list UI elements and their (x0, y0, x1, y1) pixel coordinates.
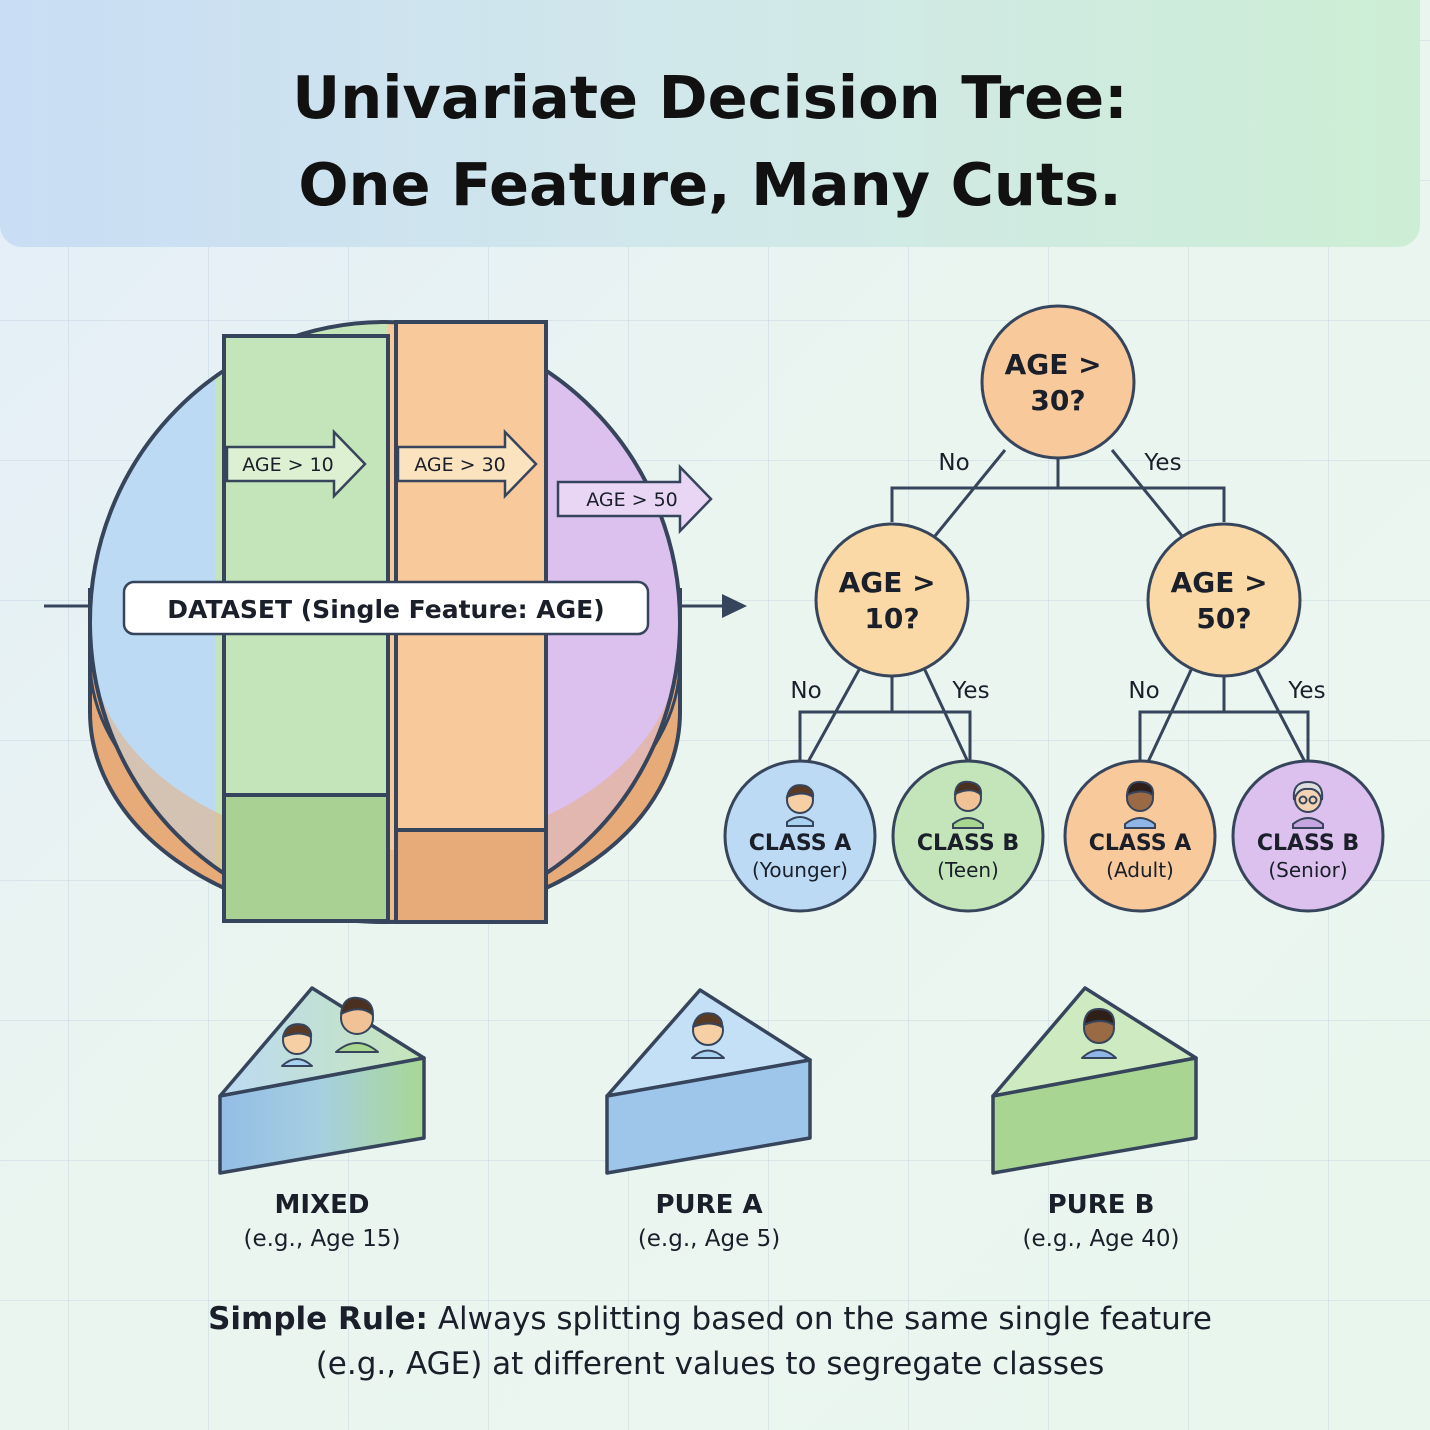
caption-pure-b-sub: (e.g., Age 40) (1022, 1226, 1180, 1252)
left-line-1: AGE > (839, 566, 936, 599)
right-node: AGE > 50? (1146, 522, 1302, 678)
left-line-2: 10? (864, 602, 919, 635)
slice-mixed (218, 986, 426, 1175)
caption-pure-b-name: PURE B (1047, 1190, 1155, 1220)
cut-arrow-2: AGE > 30 (396, 428, 538, 500)
slice-pure-a (605, 988, 812, 1175)
decision-tree (798, 449, 1310, 763)
branch-labels: No Yes No Yes No Yes (790, 450, 1325, 704)
left-yes-label: Yes (951, 678, 989, 704)
left-node: AGE > 10? (814, 522, 970, 678)
title-line-2: One Feature, Many Cuts. (298, 150, 1122, 219)
leaf-4-sub: (Senior) (1268, 858, 1347, 882)
teen-icon (952, 780, 984, 829)
rule-text: Always splitting based on the same singl… (437, 1301, 1212, 1337)
caption-mixed-name: MIXED (274, 1190, 370, 1220)
leaf-4-name: CLASS B (1257, 831, 1359, 856)
cut-label-3: AGE > 50 (586, 489, 678, 511)
dataset-label-box (122, 580, 650, 636)
slice-pure-b (991, 986, 1198, 1175)
dataset-label: DATASET (Single Feature: AGE) (167, 595, 604, 624)
right-line-1: AGE > (1171, 566, 1268, 599)
caption-mixed: MIXED (e.g., Age 15) (162, 1188, 482, 1256)
caption-pure-a-sub: (e.g., Age 5) (637, 1226, 781, 1252)
left-no-label: No (790, 678, 821, 704)
leaf-1-sub: (Younger) (752, 858, 848, 882)
leaf-3-name: CLASS A (1089, 831, 1192, 856)
cut-arrow-1: AGE > 10 (225, 428, 367, 500)
child-icon (281, 1023, 313, 1067)
root-no-label: No (938, 450, 969, 476)
caption-pure-a: PURE A (e.g., Age 5) (549, 1188, 869, 1256)
root-node: AGE > 30? (980, 304, 1136, 460)
root-yes-label: Yes (1143, 450, 1181, 476)
title-line-1: Univariate Decision Tree: (292, 63, 1128, 132)
title-banner (0, 0, 1420, 247)
root-line-2: 30? (1030, 384, 1085, 417)
leaf-class-b-senior: CLASS B (Senior) (1231, 759, 1385, 913)
leaf-1-name: CLASS A (749, 831, 852, 856)
cut-label-2: AGE > 30 (414, 454, 506, 476)
senior-icon (1292, 780, 1324, 829)
rule-lead: Simple Rule: (208, 1301, 428, 1337)
teen-icon (335, 996, 379, 1053)
dataset-cylinder: AGE > 10 AGE > 30 AGE > 50 DATASET (Sing… (44, 320, 747, 924)
page-title: Univariate Decision Tree: One Feature, M… (0, 54, 1420, 228)
rule-line-2: (e.g., AGE) at different values to segre… (315, 1346, 1105, 1382)
child-icon (785, 784, 815, 827)
leaf-class-b-teen: CLASS B (Teen) (891, 759, 1045, 913)
leaf-2-sub: (Teen) (937, 858, 999, 882)
dataset-arrow-head (722, 594, 747, 618)
right-node-label: AGE > 50? (1171, 566, 1278, 635)
rule-line-1: Simple Rule: Always splitting based on t… (60, 1297, 1360, 1342)
leaf-class-a-adult: CLASS A (Adult) (1063, 759, 1217, 913)
leaf-2-name: CLASS B (917, 831, 1019, 856)
adult-icon (1081, 1007, 1117, 1059)
leaf-class-a-younger: CLASS A (Younger) (723, 759, 877, 913)
caption-mixed-sub: (e.g., Age 15) (243, 1226, 401, 1252)
caption-pure-b: PURE B (e.g., Age 40) (941, 1188, 1261, 1256)
root-line-1: AGE > (1005, 348, 1102, 381)
cut-arrow-3: AGE > 50 (556, 463, 713, 535)
adult-icon (1124, 780, 1156, 829)
left-node-label: AGE > 10? (839, 566, 946, 635)
right-line-2: 50? (1196, 602, 1251, 635)
simple-rule: Simple Rule: Always splitting based on t… (60, 1297, 1360, 1387)
root-node-label: AGE > 30? (1005, 348, 1112, 417)
caption-pure-a-name: PURE A (655, 1190, 763, 1220)
child-icon (691, 1012, 725, 1059)
cut-label-1: AGE > 10 (242, 454, 334, 476)
right-yes-label: Yes (1287, 678, 1325, 704)
right-no-label: No (1128, 678, 1159, 704)
leaf-3-sub: (Adult) (1106, 858, 1174, 882)
